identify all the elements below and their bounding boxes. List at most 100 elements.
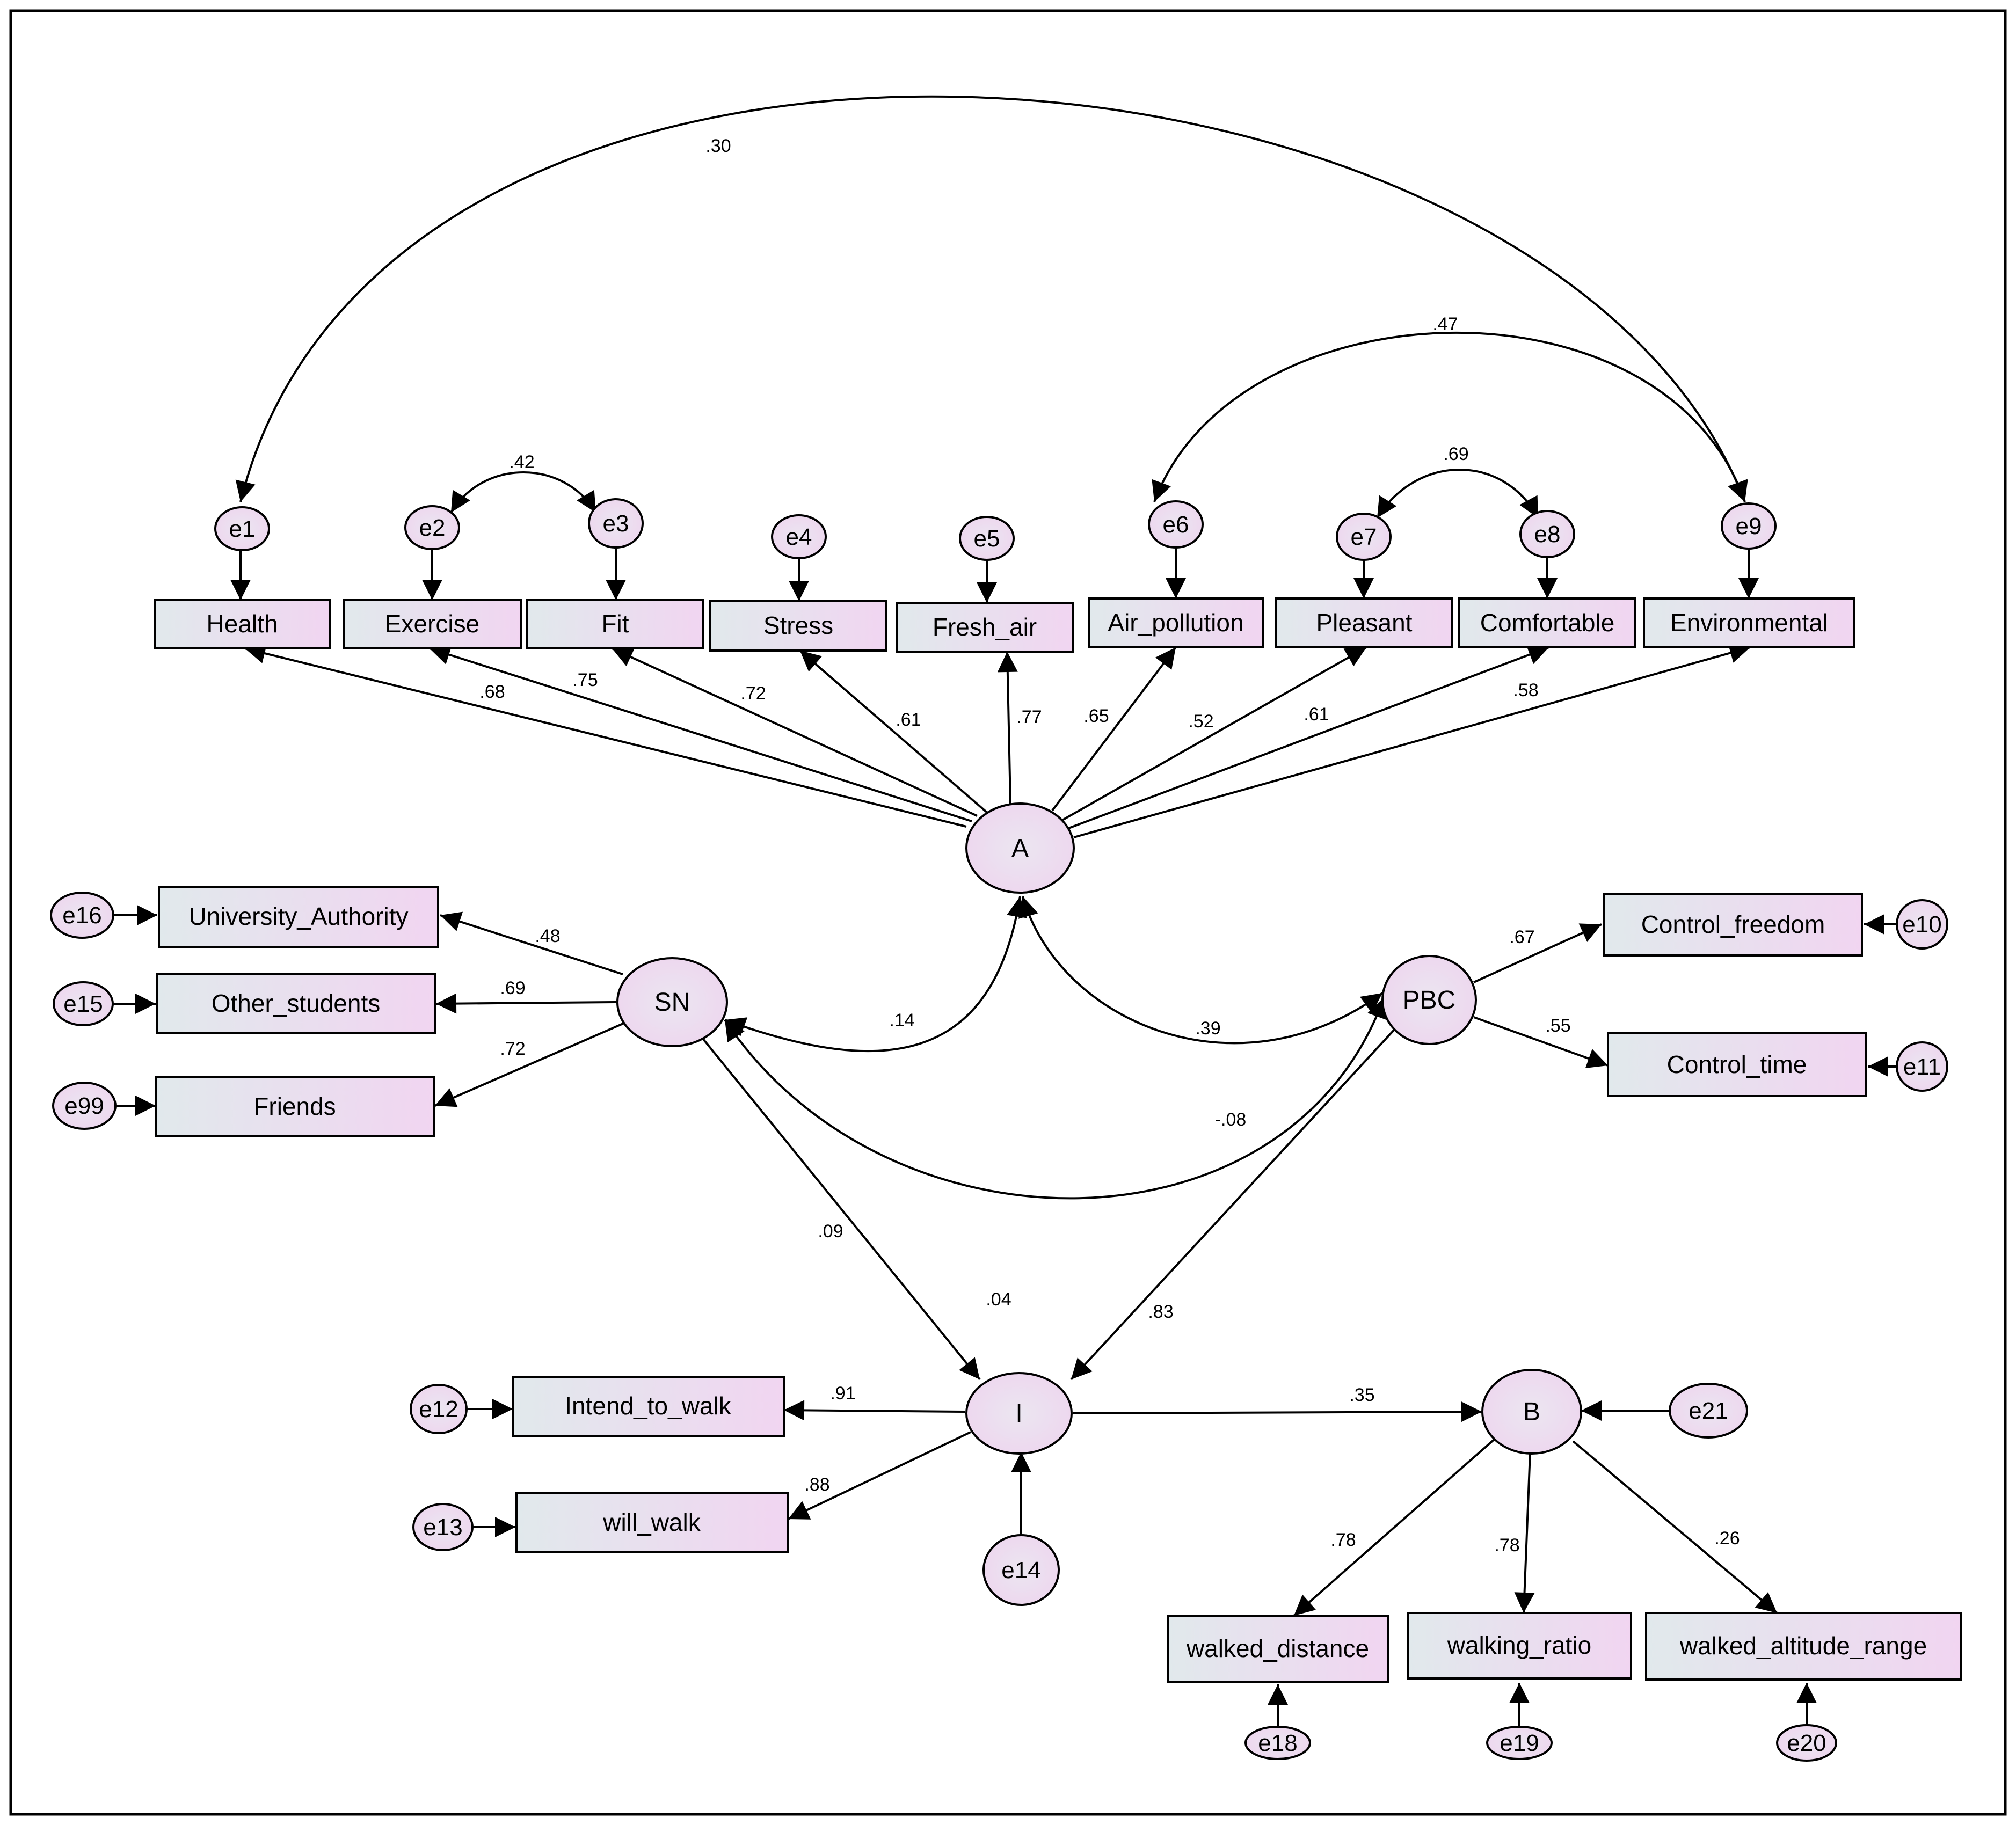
- path-a-fit: [612, 647, 978, 817]
- coef-sn-friends: .72: [500, 1039, 525, 1059]
- error-e20: [1776, 1724, 1837, 1762]
- label-stress: Stress: [763, 611, 833, 639]
- path-sn-university-authority: [440, 911, 623, 975]
- coef-a-fit: .72: [740, 683, 766, 704]
- box-comfortable: [1458, 597, 1636, 648]
- box-friends: [155, 1076, 435, 1137]
- label-e7: e7: [1351, 524, 1377, 550]
- coef-cov-e6-e9: .47: [1432, 314, 1458, 334]
- error-e10: [1896, 899, 1948, 950]
- label-e20: e20: [1787, 1730, 1826, 1756]
- label-a: A: [1011, 834, 1029, 863]
- coef-pbc-control-time: .55: [1545, 1016, 1570, 1036]
- coef-b-walking-ratio: .78: [1494, 1535, 1519, 1556]
- path-a-exercise: [429, 645, 972, 822]
- coef-a-environmental: .58: [1513, 680, 1538, 700]
- box-walked-distance: [1167, 1615, 1389, 1683]
- error-e18: [1244, 1726, 1311, 1760]
- error-e2: [404, 505, 460, 550]
- path-a-stress: [799, 649, 989, 814]
- box-university-authority: [158, 886, 439, 948]
- path-a-fresh-air: [997, 651, 1018, 804]
- label-e19: e19: [1500, 1730, 1539, 1756]
- box-health: [154, 599, 331, 649]
- label-e10: e10: [1902, 911, 1941, 938]
- box-air-pollution: [1088, 597, 1264, 648]
- box-other-students: [156, 973, 436, 1034]
- label-other-students: Other_students: [212, 989, 381, 1017]
- error-e11: [1896, 1041, 1948, 1092]
- coef-sn-other-students: .69: [500, 978, 525, 998]
- box-stress: [709, 600, 887, 652]
- label-exercise: Exercise: [385, 610, 479, 638]
- label-sn: SN: [654, 988, 690, 1017]
- label-e99: e99: [64, 1093, 104, 1119]
- label-walked-distance: walked_distance: [1186, 1634, 1369, 1662]
- coef-b-walked-altitude-range: .26: [1714, 1528, 1740, 1549]
- cov-e1-e9-path: [235, 95, 1748, 502]
- label-e21: e21: [1689, 1398, 1728, 1424]
- label-walked-altitude-range: walked_altitude_range: [1679, 1632, 1927, 1660]
- cov-a-sn-path: [724, 896, 1027, 1053]
- label-intend-to-walk: Intend_to_walk: [565, 1392, 731, 1420]
- label-e3: e3: [603, 510, 629, 537]
- error-e4: [771, 514, 827, 559]
- error-e19: [1486, 1726, 1553, 1760]
- path-a-pleasant: [1060, 646, 1367, 822]
- error-e5: [959, 516, 1015, 561]
- label-will-walk: will_walk: [602, 1508, 701, 1536]
- label-walking-ratio: walking_ratio: [1447, 1631, 1591, 1659]
- coef-b-walked-distance: .78: [1330, 1530, 1356, 1550]
- label-fresh-air: Fresh_air: [933, 613, 1037, 641]
- latent-b: [1481, 1369, 1582, 1455]
- error-e8: [1519, 510, 1575, 558]
- path-sn-friends: [434, 1021, 626, 1107]
- latent-sn: [616, 957, 728, 1047]
- coef-a-pleasant: .52: [1188, 711, 1213, 732]
- cov-sn-pbc-path: [724, 997, 1387, 1200]
- coef-cov-a-pbc: .39: [1195, 1018, 1220, 1039]
- coef-i-b: .35: [1349, 1385, 1374, 1405]
- label-e16: e16: [62, 902, 101, 929]
- label-environmental: Environmental: [1670, 609, 1828, 637]
- label-comfortable: Comfortable: [1480, 609, 1615, 637]
- error-e14: [982, 1534, 1060, 1606]
- path-a-health: [244, 643, 967, 828]
- path-sn-i: [700, 1035, 981, 1381]
- error-e12: [410, 1384, 468, 1434]
- coef-a-comfortable: .61: [1304, 704, 1329, 725]
- coef-sn-i: .09: [818, 1221, 843, 1242]
- label-i: I: [1015, 1399, 1022, 1428]
- box-fit: [526, 599, 704, 649]
- coef-a-air-pollution: .65: [1083, 706, 1109, 726]
- cov-e6-e9-path: [1152, 332, 1748, 502]
- coef-pbc-control-freedom: .67: [1509, 927, 1534, 947]
- error-e9: [1721, 502, 1777, 550]
- path-pbc-control-time: [1473, 1016, 1609, 1069]
- error-e15: [53, 981, 114, 1026]
- label-e1: e1: [229, 516, 256, 542]
- label-e13: e13: [423, 1514, 462, 1541]
- path-sn-other-students: [435, 993, 617, 1014]
- label-fit: Fit: [601, 610, 629, 638]
- path-b-walking-ratio: [1514, 1451, 1535, 1614]
- coef-i-intend-to-walk: .91: [830, 1383, 855, 1404]
- box-exercise: [343, 599, 522, 649]
- coef-cov-e2-e3: .42: [509, 452, 534, 472]
- label-control-freedom: Control_freedom: [1641, 910, 1825, 938]
- path-a-comfortable: [1065, 645, 1549, 830]
- label-pleasant: Pleasant: [1316, 609, 1412, 637]
- label-e18: e18: [1258, 1730, 1297, 1756]
- box-fresh-air: [896, 602, 1074, 653]
- label-friends: Friends: [253, 1092, 336, 1120]
- coef-a-i: .04: [986, 1289, 1011, 1310]
- path-i-will-walk: [788, 1431, 971, 1520]
- error-e16: [50, 892, 114, 939]
- error-e21: [1669, 1383, 1748, 1439]
- label-e6: e6: [1163, 512, 1189, 538]
- path-i-b: [1072, 1401, 1482, 1422]
- coef-a-stress: .61: [896, 710, 921, 730]
- label-control-time: Control_time: [1667, 1050, 1807, 1078]
- label-e2: e2: [419, 515, 446, 541]
